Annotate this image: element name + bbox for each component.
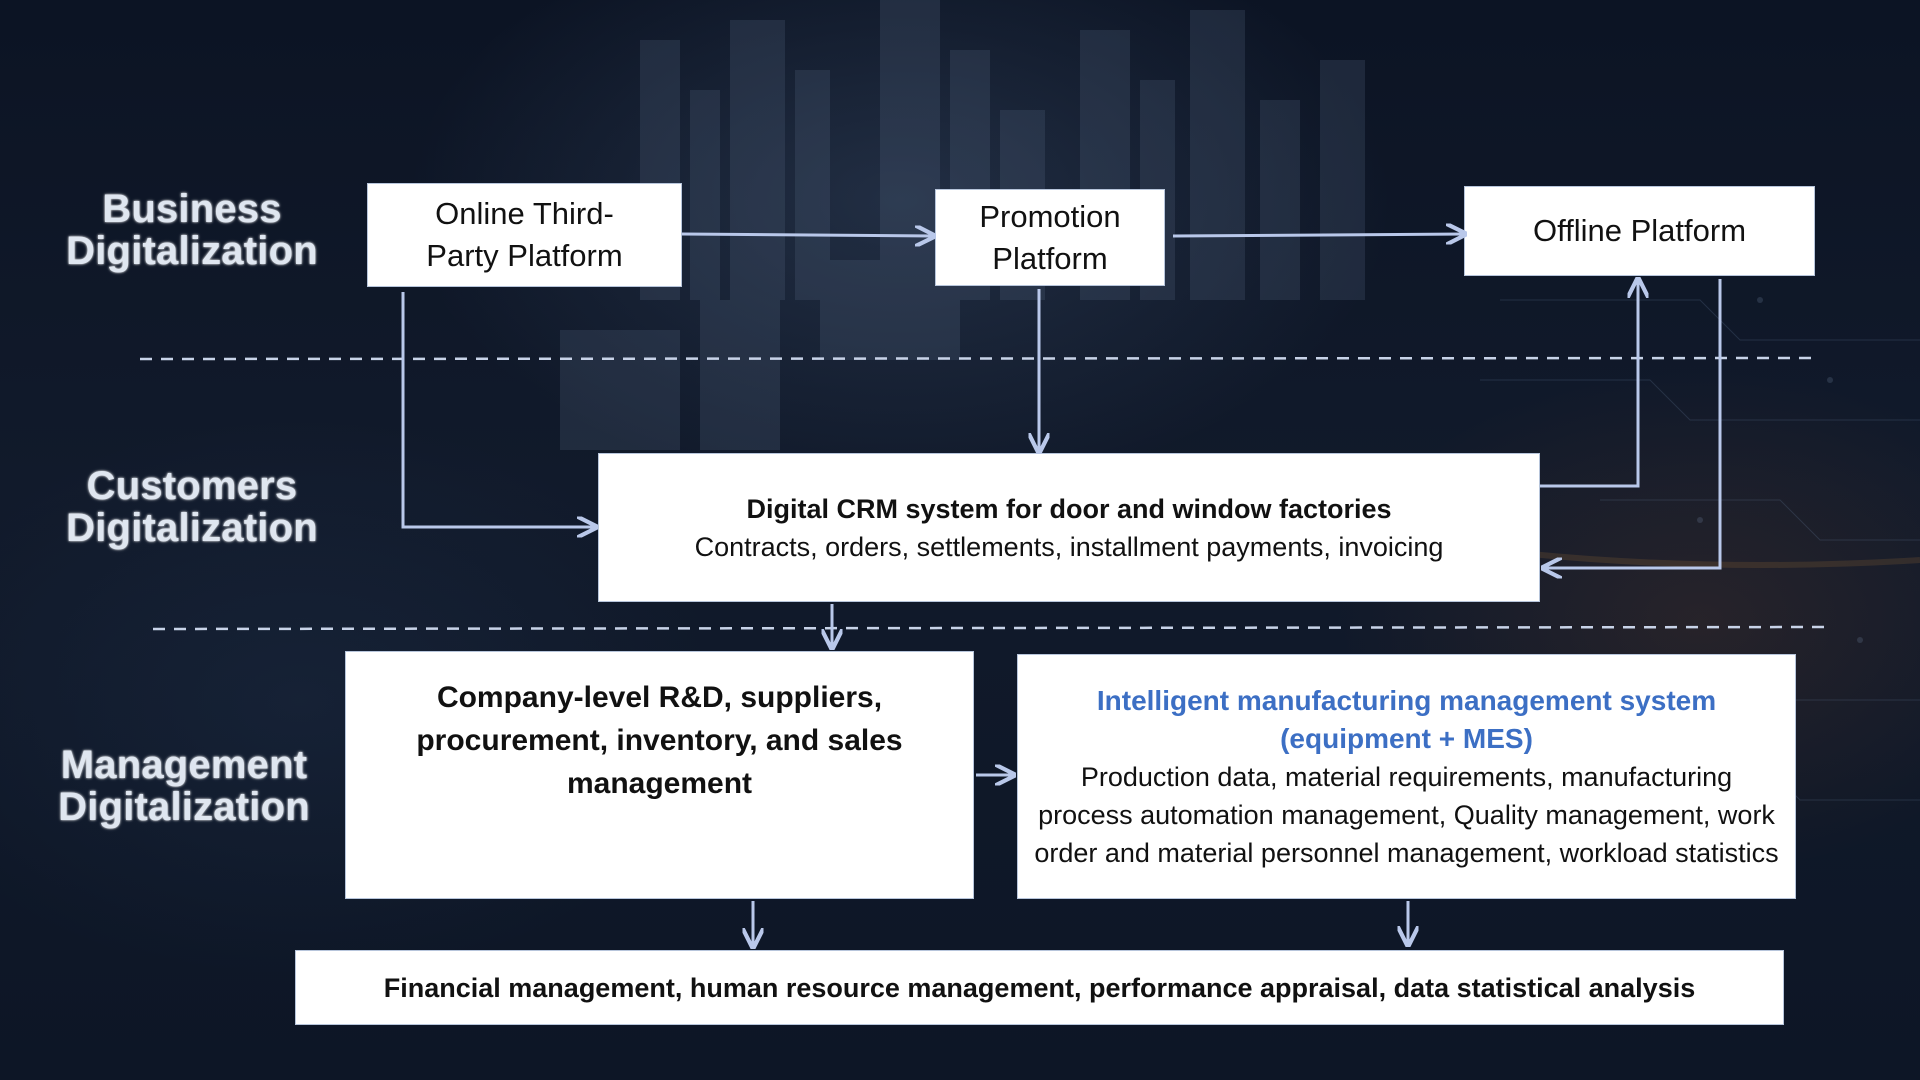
crm-system-box: Digital CRM system for door and window f… (598, 453, 1540, 602)
crm-system-description: Contracts, orders, settlements, installm… (694, 531, 1444, 562)
row-label-customers: Customers Digitalization (66, 464, 318, 550)
crm-system-title: Digital CRM system for door and window f… (746, 493, 1392, 524)
company-management-label: Company-level R&D, suppliers, procuremen… (416, 681, 903, 800)
financial-management-box: Financial management, human resource man… (295, 950, 1784, 1025)
online-platform-box: Online Third- Party Platform (367, 183, 682, 287)
mes-system-subtitle: (equipment + MES) (1280, 722, 1533, 754)
row-label-business: Business Digitalization (66, 187, 318, 273)
mes-system-title: Intelligent manufacturing management sys… (1096, 684, 1717, 716)
offline-platform-label: Offline Platform (1532, 213, 1747, 248)
mes-system-box: Intelligent manufacturing management sys… (1017, 654, 1796, 899)
offline-platform-box: Offline Platform (1464, 186, 1815, 276)
online-platform-label: Online Third- Party Platform (426, 196, 623, 273)
mes-system-description: Production data, material requirements, … (1034, 761, 1779, 868)
financial-management-label: Financial management, human resource man… (383, 972, 1696, 1003)
promotion-platform-box: Promotion Platform (935, 189, 1165, 286)
company-management-box: Company-level R&D, suppliers, procuremen… (345, 651, 974, 899)
promotion-platform-label: Promotion Platform (979, 198, 1121, 276)
row-label-management: Management Digitalization (58, 743, 310, 829)
